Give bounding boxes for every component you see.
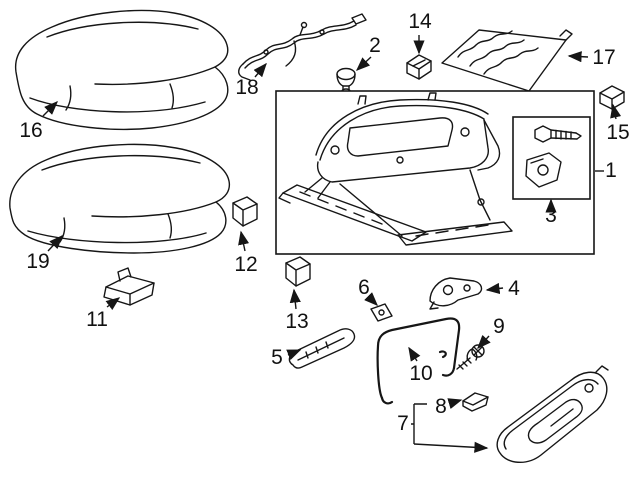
wire-rod-art: [376, 317, 461, 405]
leader-arrow-10: [408, 346, 421, 362]
part-label-7: 7: [397, 412, 409, 435]
clip-8-art: [462, 392, 489, 412]
part-label-6: 6: [358, 276, 370, 299]
part-label-18: 18: [235, 76, 259, 99]
leader-arrow-19: [47, 234, 63, 252]
part-label-13: 13: [285, 310, 309, 333]
leader-arrow-9: [477, 334, 491, 350]
part-label-5: 5: [271, 346, 283, 369]
leader-arrow-13: [289, 288, 301, 310]
leader-arrow-16: [42, 101, 58, 117]
fastener-grommet-art: [336, 67, 356, 94]
part-label-17: 17: [592, 46, 616, 69]
part-label-10: 10: [409, 362, 433, 385]
part-label-8: 8: [435, 395, 447, 418]
leader-arrow-6: [364, 292, 378, 306]
leader-bracket-7: [411, 403, 427, 444]
leader-arrow-11: [105, 297, 121, 311]
part-label-16: 16: [19, 119, 43, 142]
part-label-9: 9: [493, 315, 505, 338]
hardware-box: [512, 116, 591, 200]
part-label-12: 12: [234, 253, 258, 276]
clip-15-art: [599, 85, 625, 110]
spacer-pad-art: [370, 303, 393, 322]
side-panel-art: [496, 365, 609, 463]
part-label-15: 15: [606, 121, 630, 144]
seat-frame-art: [278, 92, 513, 246]
leader-arrow-12: [238, 230, 250, 252]
part-label-2: 2: [369, 34, 381, 57]
leader-arrow-4: [485, 282, 504, 294]
leader-arrow-5: [286, 349, 302, 361]
screw-art: [456, 344, 485, 370]
part-label-14: 14: [408, 10, 432, 33]
leader-arrow-7: [413, 441, 489, 453]
trim-strip-art: [288, 328, 356, 369]
part-label-19: 19: [26, 250, 50, 273]
leader-arrow-2: [355, 56, 372, 71]
seat-cushion-bottom-art: [9, 143, 231, 254]
bolt-and-bracket-art: [525, 125, 582, 188]
seat-heater-pad-art: [441, 29, 573, 92]
leader-arrow-15: [610, 103, 622, 120]
part-label-3: 3: [545, 204, 557, 227]
clip-12-art: [232, 196, 258, 227]
clip-11-art: [103, 267, 155, 306]
part-label-4: 4: [508, 277, 520, 300]
leader-arrow-17: [567, 51, 589, 63]
leader-arrow-8: [447, 398, 463, 409]
part-label-1: 1: [605, 159, 617, 182]
clip-14-art: [406, 54, 432, 80]
leader-arrow-18: [253, 62, 267, 78]
part-label-11: 11: [86, 308, 108, 331]
bracket-4-art: [429, 277, 483, 310]
wiring-harness-art: [238, 13, 367, 81]
clip-13-art: [285, 256, 311, 287]
leader-arrows: [42, 35, 622, 453]
